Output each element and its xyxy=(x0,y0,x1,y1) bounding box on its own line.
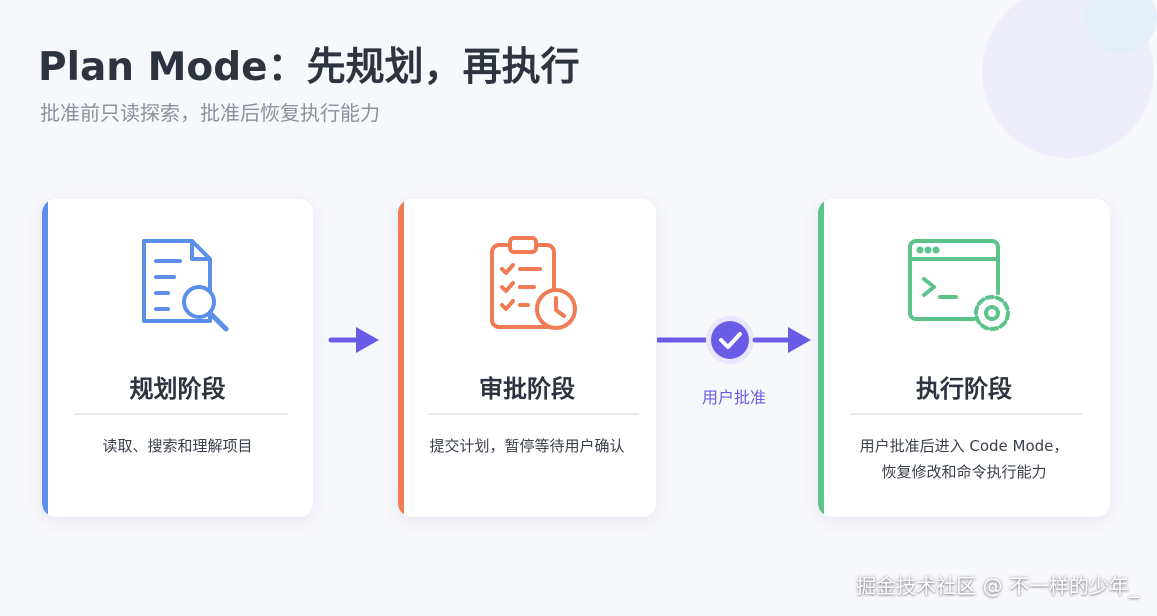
check-circle-icon xyxy=(706,316,754,364)
page-subtitle: 批准前只读探索，批准后恢复执行能力 xyxy=(40,101,380,125)
stage-divider xyxy=(850,413,1082,415)
stage-accent-bar xyxy=(398,199,404,517)
approval-label: 用户批准 xyxy=(701,388,766,407)
arrow-right-icon xyxy=(752,327,811,353)
stage-title: 规划阶段 xyxy=(129,375,226,403)
stage-description-line-2: 恢复修改和命令执行能力 xyxy=(881,463,1047,481)
stage-description-text: 提交计划，暂停等待用户确认 xyxy=(429,437,625,455)
stage-description: 用户批准后进入 Code Mode， 恢复修改和命令执行能力 xyxy=(818,433,1110,485)
stage-title: 审批阶段 xyxy=(479,375,575,403)
arrow-right-icon xyxy=(328,327,379,353)
document-search-icon xyxy=(142,239,229,332)
stage-divider xyxy=(428,413,639,415)
stage-card-execution: 执行阶段 用户批准后进入 Code Mode， 恢复修改和命令执行能力 xyxy=(818,199,1110,517)
stage-card-planning: 规划阶段 读取、搜索和理解项目 xyxy=(42,199,313,517)
stage-description: 提交计划，暂停等待用户确认 xyxy=(398,433,656,459)
watermark: 掘金技术社区 @ 不一样的少年_ xyxy=(856,574,1139,598)
stage-description: 读取、搜索和理解项目 xyxy=(42,433,313,459)
stage-accent-bar xyxy=(818,199,824,517)
page-title: Plan Mode：先规划，再执行 xyxy=(38,45,580,90)
stage-card-review: 审批阶段 提交计划，暂停等待用户确认 xyxy=(398,199,656,517)
stage-divider xyxy=(74,413,288,415)
terminal-gear-icon xyxy=(908,239,1010,331)
stage-description-line-1: 用户批准后进入 Code Mode， xyxy=(859,437,1069,455)
clipboard-clock-icon xyxy=(490,236,577,330)
stage-title: 执行阶段 xyxy=(916,375,1012,403)
stage-description-text: 读取、搜索和理解项目 xyxy=(102,437,253,455)
stage-accent-bar xyxy=(42,199,48,517)
